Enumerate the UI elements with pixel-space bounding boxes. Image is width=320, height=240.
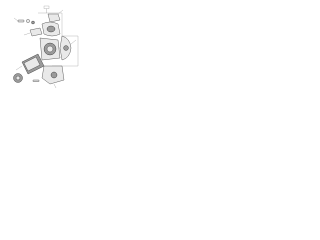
armature-part[interactable] xyxy=(15,53,45,75)
screw-part[interactable] xyxy=(32,79,40,82)
upper-housing-part[interactable] xyxy=(41,21,61,37)
cap-part[interactable] xyxy=(47,9,64,23)
bolt-part[interactable] xyxy=(13,17,25,23)
assembly-frame xyxy=(38,12,79,67)
drive-gear-part[interactable] xyxy=(13,73,23,83)
spring-part[interactable] xyxy=(23,27,43,37)
exploded-parts-diagram xyxy=(13,5,79,89)
main-body-part[interactable] xyxy=(39,37,61,61)
side-cover-part[interactable] xyxy=(59,35,77,61)
callout-top[interactable] xyxy=(43,5,50,13)
bottom-housing-part[interactable] xyxy=(41,65,65,89)
nut-part[interactable] xyxy=(31,20,35,25)
washer-part[interactable] xyxy=(26,19,30,23)
